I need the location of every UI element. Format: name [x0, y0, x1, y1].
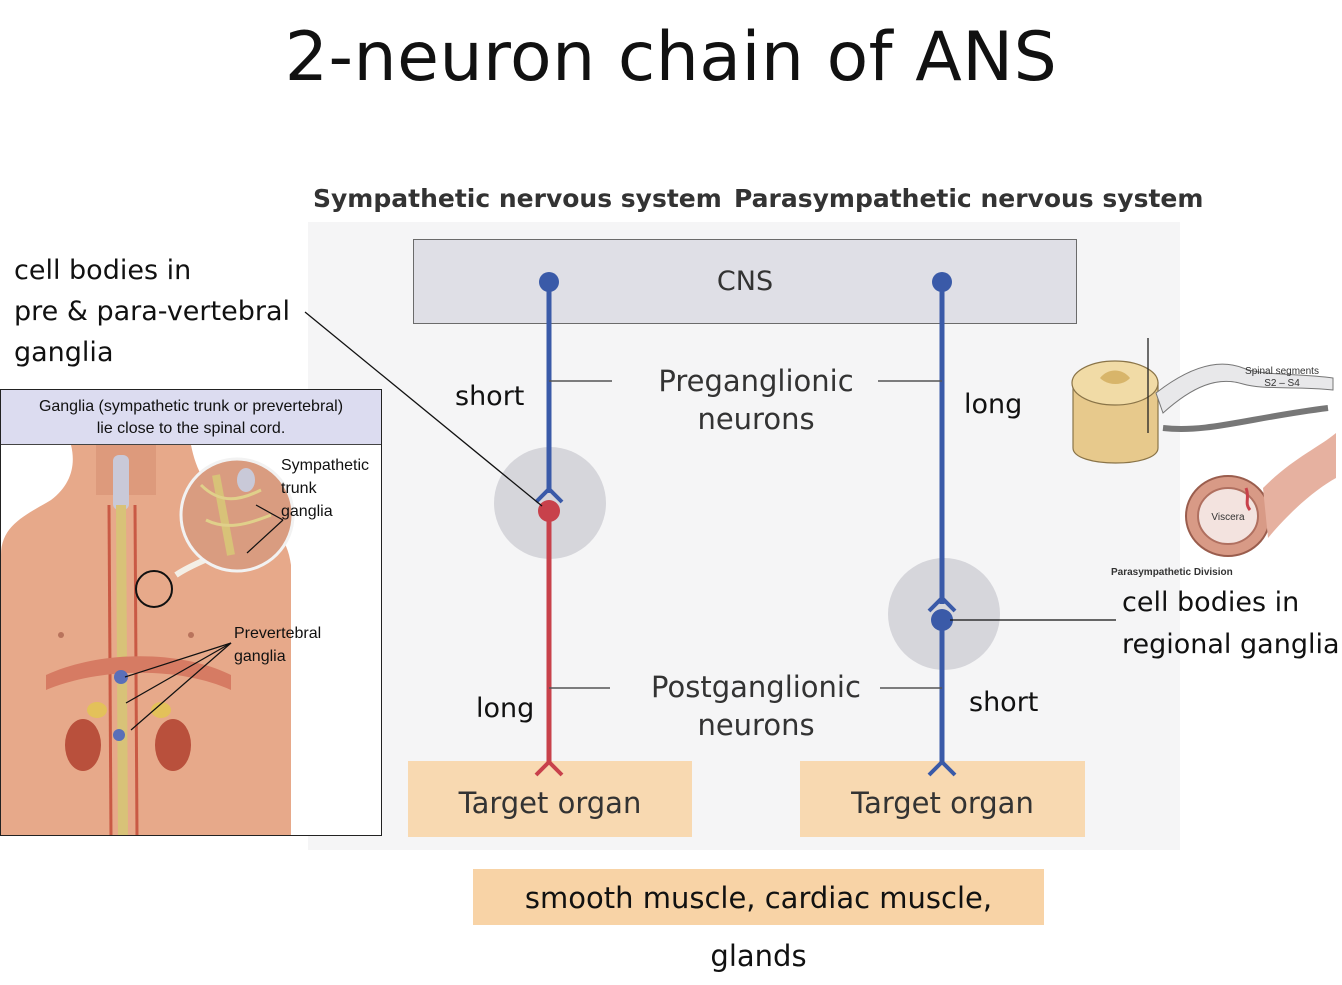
slide-title: 2-neuron chain of ANS — [284, 18, 1058, 97]
sympathetic-ganglion-cell-body — [538, 500, 560, 522]
spinal-segments-line2: S2 – S4 — [1264, 378, 1300, 389]
spinal-segments-label: Spinal segments S2 – S4 — [1232, 366, 1332, 390]
parasympathetic-header: Parasympathetic nervous system — [734, 184, 1204, 213]
left-callout-line — [304, 311, 543, 507]
right-callout-line1: cell bodies in — [1122, 587, 1300, 618]
spinal-segments-line1: Spinal segments — [1245, 366, 1319, 377]
sympathetic-target-organ: Target organ — [408, 761, 692, 837]
cns-label: CNS — [716, 266, 774, 297]
trunk-leader-2 — [255, 504, 284, 521]
trunk-label-line3: ganglia — [281, 503, 333, 520]
preganglionic-label-line1: Preganglionic — [658, 364, 854, 398]
diaphragm-shape — [46, 656, 231, 690]
inset-header-line1: Ganglia (sympathetic trunk or prevertebr… — [38, 398, 344, 415]
cns-box: CNS — [413, 239, 1077, 324]
pelvic-nerve — [1162, 405, 1329, 432]
prevertebral-ganglion-2 — [113, 729, 125, 741]
zoom-trunk — [212, 474, 235, 556]
magnifier-small-circle — [135, 570, 173, 608]
ganglion-neuron-mark — [1244, 487, 1252, 511]
zoom-nerve-2 — [205, 513, 272, 527]
sympathetic-synapse-terminal — [534, 486, 564, 504]
parasympathetic-pre-length: long — [964, 389, 1023, 420]
parasympathetic-ganglion-cell-body — [931, 609, 953, 631]
parasympathetic-target-terminal — [927, 759, 957, 777]
right-callout: cell bodies in regional ganglia — [1122, 582, 1340, 666]
prevertebral-ganglia-label: Prevertebral ganglia — [234, 622, 321, 668]
right-kidney — [155, 719, 191, 771]
prevert-leader-3 — [130, 642, 232, 731]
trunk-leader-1 — [246, 519, 284, 554]
parasympathetic-synapse-terminal — [927, 595, 957, 613]
nerve-root — [1155, 363, 1334, 414]
postganglionic-label-line2: neurons — [697, 708, 815, 742]
right-callout-line2: regional ganglia — [1122, 629, 1340, 660]
right-nipple — [188, 632, 194, 638]
inset-header: Ganglia (sympathetic trunk or prevertebr… — [1, 390, 381, 445]
prevert-label-line1: Prevertebral — [234, 625, 322, 642]
left-callout: cell bodies in pre & para-vertebral gang… — [14, 250, 290, 373]
viscera-inner — [1197, 487, 1259, 545]
trunk-label-line1: Sympathetic — [281, 457, 370, 474]
parasympathetic-target-organ: Target organ — [800, 761, 1085, 837]
neuron-chain-diagram — [304, 272, 1116, 777]
grey-matter — [1100, 370, 1130, 384]
prevert-leader-1 — [124, 642, 232, 678]
postganglionic-label-line1: Postganglionic — [651, 670, 861, 704]
left-callout-line3: ganglia — [14, 337, 114, 368]
left-callout-line1: cell bodies in — [14, 255, 192, 286]
spinal-cord-body — [1072, 382, 1159, 464]
left-nipple — [58, 632, 64, 638]
diagram-background — [308, 222, 1180, 850]
zoom-nerve-1 — [199, 483, 262, 501]
sympathetic-preganglionic-cell-body — [539, 272, 559, 292]
zoom-vertebra — [237, 468, 255, 492]
trunk-label-line2: trunk — [281, 480, 317, 497]
right-adrenal — [151, 702, 171, 718]
preganglionic-label: Preganglionic neurons — [640, 362, 872, 438]
parasympathetic-post-length: short — [969, 687, 1039, 718]
prevert-leader-2 — [125, 642, 232, 704]
sympathetic-pre-length: short — [455, 381, 525, 412]
prevert-label-line2: ganglia — [234, 648, 286, 665]
parasympathetic-preganglionic-cell-body — [932, 272, 952, 292]
postganglionic-label: Postganglionic neurons — [640, 668, 872, 744]
zoom-circle — [179, 457, 295, 573]
trunk-ganglia-label: Sympathetic trunk ganglia — [281, 454, 369, 523]
parasympathetic-division-label: Parasympathetic Division — [1111, 567, 1233, 578]
viscera-label: Viscera — [1211, 512, 1245, 523]
preganglionic-label-line2: neurons — [697, 402, 815, 436]
left-kidney — [65, 719, 101, 771]
ganglia-anatomy-inset: Ganglia (sympathetic trunk or prevertebr… — [0, 389, 382, 836]
sympathetic-target-terminal — [534, 759, 564, 777]
left-callout-line2: pre & para-vertebral — [14, 296, 290, 327]
prevertebral-ganglion-1 — [114, 670, 128, 684]
viscera-wall — [1263, 433, 1336, 538]
spinal-cord-illustration — [1071, 338, 1336, 557]
sympathetic-post-length: long — [476, 693, 535, 724]
sympathetic-header: Sympathetic nervous system — [313, 184, 722, 213]
left-adrenal — [87, 702, 107, 718]
trachea-shape — [113, 455, 129, 510]
torso-illustration — [1, 445, 295, 835]
inset-header-line2: lie close to the spinal cord. — [96, 420, 286, 437]
effectors-box: smooth muscle, cardiac muscle, glands — [473, 869, 1044, 973]
